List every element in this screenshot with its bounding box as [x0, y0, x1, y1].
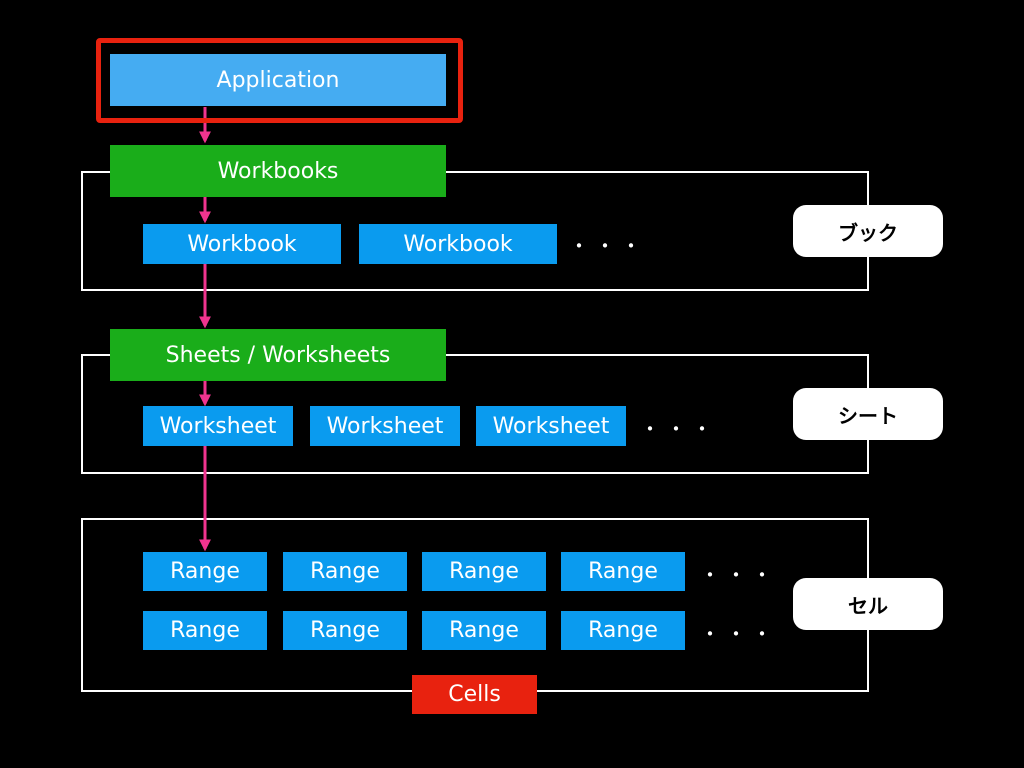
range-box: Range: [422, 611, 546, 650]
tag-sheet: シート: [793, 388, 943, 440]
range-box: Range: [422, 552, 546, 591]
application-highlight: [96, 38, 463, 123]
workbook-ellipsis: ・・・: [569, 234, 647, 258]
sheets-box: Sheets / Worksheets: [110, 329, 446, 381]
range-box: Range: [283, 552, 407, 591]
range-row2-ellipsis: ・・・: [700, 622, 778, 646]
worksheet-box: Worksheet: [143, 406, 293, 446]
workbook-box: Workbook: [143, 224, 341, 264]
range-box: Range: [283, 611, 407, 650]
range-box: Range: [143, 552, 267, 591]
cells-box: Cells: [412, 675, 537, 714]
tag-cell: セル: [793, 578, 943, 630]
worksheet-ellipsis: ・・・: [640, 417, 718, 441]
cell-group-frame: [81, 518, 869, 692]
application-box: Application: [110, 54, 446, 106]
worksheet-box: Worksheet: [476, 406, 626, 446]
worksheet-box: Worksheet: [310, 406, 460, 446]
tag-book: ブック: [793, 205, 943, 257]
range-row1-ellipsis: ・・・: [700, 563, 778, 587]
range-box: Range: [561, 611, 685, 650]
workbooks-box: Workbooks: [110, 145, 446, 197]
workbook-box: Workbook: [359, 224, 557, 264]
range-box: Range: [143, 611, 267, 650]
range-box: Range: [561, 552, 685, 591]
